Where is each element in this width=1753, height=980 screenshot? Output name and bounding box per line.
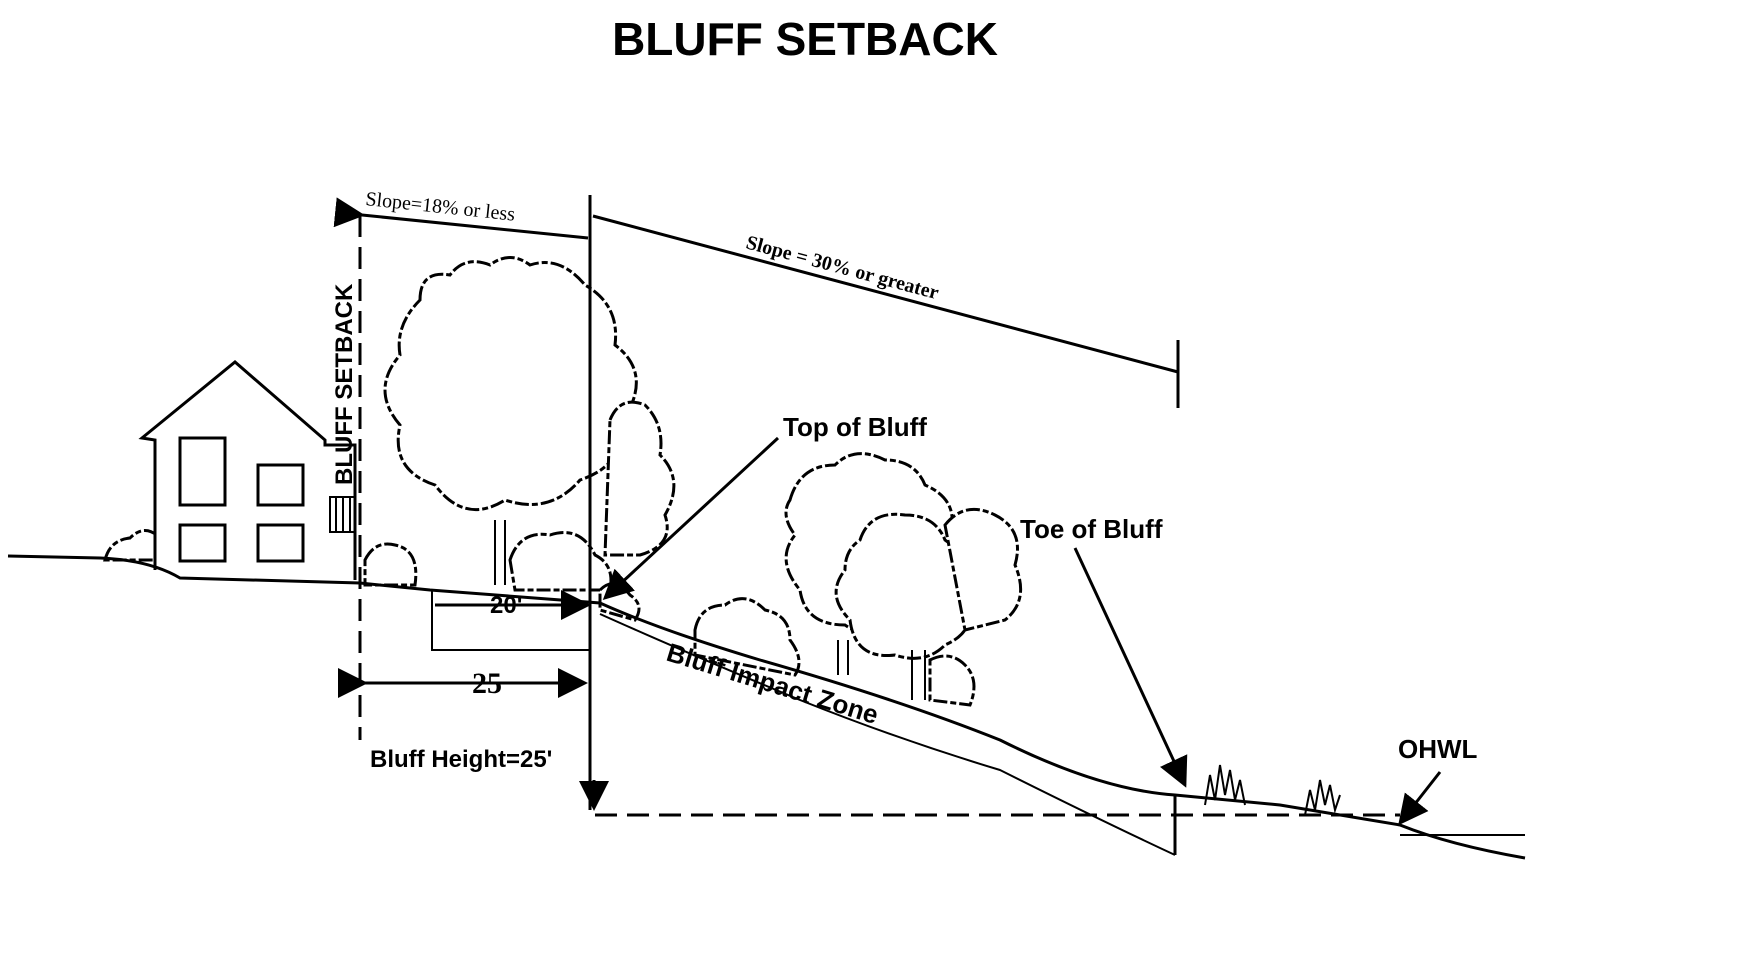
toe-of-bluff-label: Toe of Bluff — [1020, 514, 1163, 544]
slope-bluff-label: Slope = 30% or greater — [744, 232, 941, 305]
bluff-setback-diagram: BLUFF SETBACK — [7, 13, 1526, 860]
ground-line — [7, 554, 1526, 860]
diagram-title: BLUFF SETBACK — [612, 13, 998, 65]
marsh-grass — [1204, 764, 1341, 816]
dimension-20-label: 20' — [490, 592, 522, 619]
bluff-setback-label: BLUFF SETBACK — [331, 283, 358, 485]
dimension-25-label: 25 — [472, 667, 502, 700]
ohwl-label: OHWL — [1398, 734, 1478, 764]
top-of-bluff-label: Top of Bluff — [783, 412, 927, 442]
slope-upper-label: Slope=18% or less — [364, 188, 516, 226]
house — [138, 360, 357, 580]
bluff-height-label: Bluff Height=25' — [370, 746, 552, 773]
